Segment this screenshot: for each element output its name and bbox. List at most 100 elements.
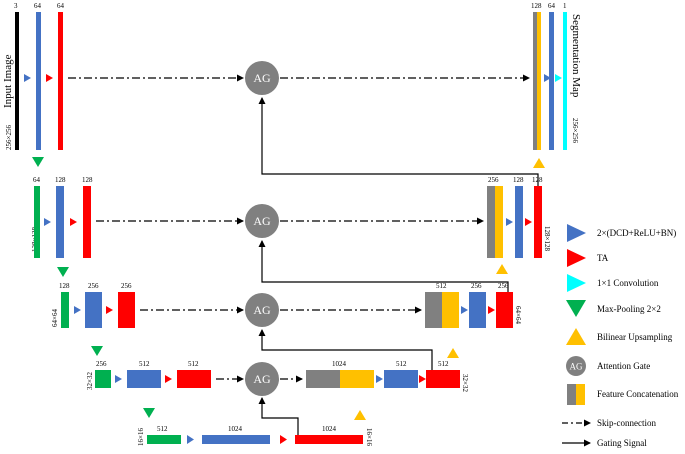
size-label-16-left: 16×16 [137,428,145,446]
blue-feature-bar-1024 [202,435,270,444]
blue-feature-bar-256 [469,292,486,328]
size-label-16-right: 16×16 [365,428,373,446]
level-4-encoder: 32×32 256 512 512 [86,360,211,418]
level-1-encoder: Input Image 256×256 3 64 64 [2,2,65,167]
attention-gate-l3 [245,293,279,327]
level-3-decoder: 512 256 256 64×64 [425,282,522,328]
green-maxpool-arrow [57,267,69,277]
green-pooled-bar-256 [95,370,111,388]
legend-item: Skip-connection [562,418,656,428]
cyan-conv-arrow [555,74,562,82]
attention-gate-label: AG [253,303,271,317]
size-label-256-left: 256×256 [5,125,13,150]
input-image-bar [15,12,19,150]
channel-label-1024: 1024 [322,425,337,433]
blue-conv-arrow [44,218,51,226]
red-feature-bar-64 [58,12,63,150]
red-ta-arrow [70,218,77,226]
legend-label: 1×1 Convolution [597,278,659,288]
red-feature-bar-128 [83,186,91,258]
gray-concat-block [425,292,442,328]
legend-label: Skip-connection [597,418,656,428]
blue-conv-arrow [187,435,194,444]
orange-upsample-arrow [533,158,545,168]
red-ta-arrow [419,375,426,383]
orange-upsample-arrow [447,348,459,358]
red-feature-bar-256 [496,292,513,328]
channel-label-128: 128 [513,176,524,184]
blue-feature-bar-64 [36,12,41,150]
channel-label-512: 512 [139,360,150,368]
green-maxpool-arrow [91,346,103,356]
channel-label-512: 512 [157,425,168,433]
legend-label: TA [597,253,609,263]
blue-conv-arrow [376,375,383,383]
input-image-label: Input Image [2,54,14,108]
red-feature-bar-512 [426,370,460,388]
channel-label-64: 64 [57,2,65,10]
channel-label-1024: 1024 [332,360,347,368]
orange-concat-block [340,370,374,388]
size-label-32-left: 32×32 [86,372,94,390]
gray-concat-block [487,186,495,258]
size-label-128-right: 128×128 [543,226,551,251]
legend-label: Feature Concatenation [597,389,679,399]
channel-label-64: 64 [34,2,42,10]
gating-signals [258,97,539,435]
legend-item: TA [567,249,609,267]
red-ta-arrow [165,375,172,383]
red-feature-bar-512 [177,370,211,388]
red-ta-arrow [106,306,113,314]
channel-label-128: 128 [59,282,70,290]
size-label-32-right: 32×32 [461,374,469,392]
red-feature-bar-128 [534,186,542,258]
attention-gate-label: AG [253,214,271,228]
gating-signal-arrow [258,240,509,292]
legend-item: Gating Signal [562,438,647,448]
blue-conv-arrow [74,306,81,314]
blue-triangle-right-icon [567,224,586,242]
orange-upsample-arrow [354,410,366,420]
channel-label-256: 256 [488,176,499,184]
red-ta-arrow [46,74,53,82]
legend-item: Feature Concatenation [567,384,679,405]
blue-feature-bar-128 [56,186,64,258]
attention-gate-l4 [245,362,279,396]
channel-label-256: 256 [121,282,132,290]
gating-signal-arrow [258,97,539,186]
channel-label-256: 256 [96,360,107,368]
orange-concat-block [442,292,459,328]
attention-gate-label: AG [253,372,271,386]
blue-conv-arrow [461,306,468,314]
green-triangle-down-icon [566,300,586,317]
level-4-decoder: 1024 512 512 32×32 [306,348,469,392]
size-label-256-right: 256×256 [571,118,579,143]
green-pooled-bar-512 [147,435,181,444]
channel-label-512: 512 [436,282,447,290]
legend-label: Gating Signal [597,438,647,448]
channel-label-1: 1 [563,2,567,10]
orange-upsample-arrow [496,264,508,274]
green-maxpool-arrow [32,157,44,167]
blue-conv-arrow [544,74,551,82]
channel-label-64: 64 [548,2,556,10]
channel-label-256: 256 [498,282,509,290]
green-maxpool-arrow [143,408,155,418]
blue-feature-bar-128 [515,186,523,258]
legend-item: AG Attention Gate [566,356,650,376]
blue-feature-bar-512 [127,370,161,388]
gating-signal-arrow [258,397,299,435]
level-3-encoder: 64×64 128 256 256 [51,282,135,356]
orange-block-icon [576,384,585,405]
legend-item: 1×1 Convolution [567,274,659,292]
legend-label: Bilinear Upsampling [597,332,673,342]
legend-item: Max-Pooling 2×2 [566,300,661,317]
gray-circle-icon [566,356,586,376]
blue-conv-arrow [506,218,513,226]
blue-feature-bar-512 [384,370,418,388]
cyan-triangle-right-icon [567,274,586,292]
gating-signal-arrow [258,329,433,370]
cyan-output-bar-1 [563,12,567,150]
green-pooled-bar-64 [34,186,40,258]
red-ta-arrow [488,306,495,314]
